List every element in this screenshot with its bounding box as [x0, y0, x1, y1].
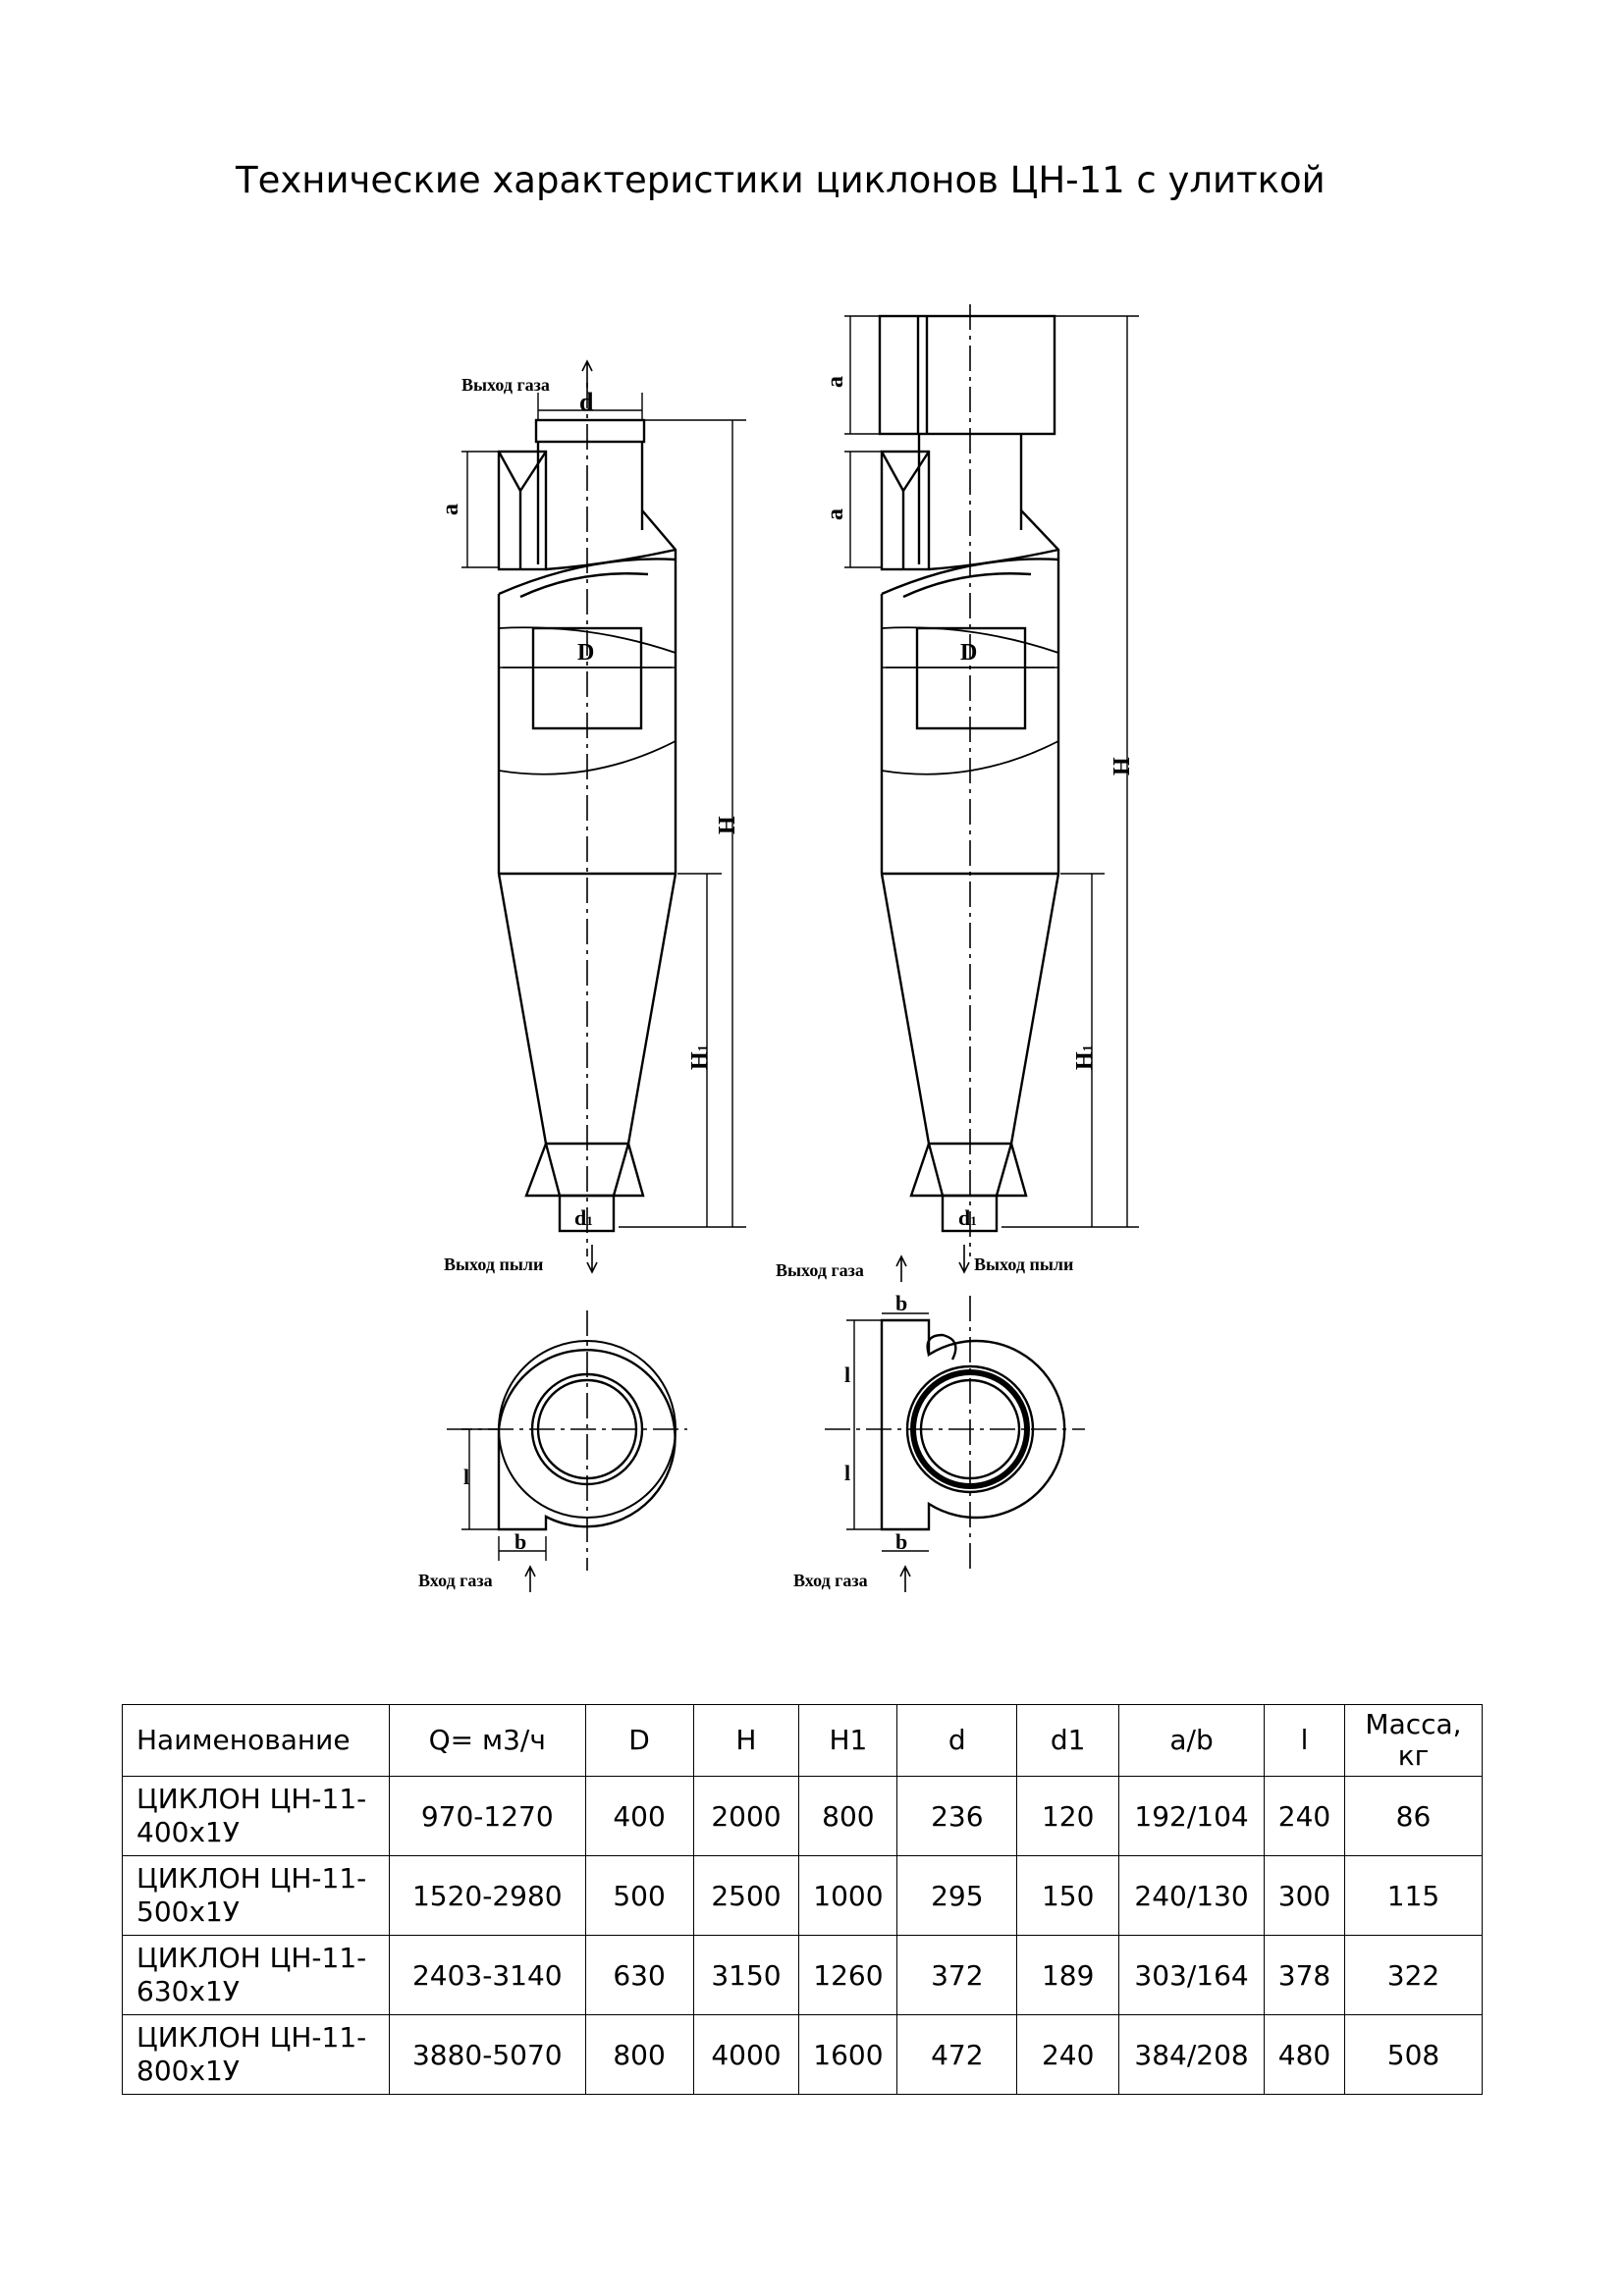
dim-D-label-left: D: [577, 640, 594, 666]
dim-d-label: d: [579, 388, 594, 416]
table-cell: 1000: [798, 1855, 898, 1936]
dust-out-label-right: Выход пыли: [974, 1255, 1073, 1274]
table-row: ЦИКЛОН ЦН-11-500х1У 1520-2980 500 2500 1…: [122, 1855, 1483, 1936]
table-cell: ЦИКЛОН ЦН-11-630х1У: [122, 1935, 390, 2015]
table-cell: 400: [584, 1776, 694, 1856]
table-cell: 1520-2980: [388, 1855, 586, 1936]
col-header-d1: d1: [1016, 1704, 1120, 1777]
table-cell: ЦИКЛОН ЦН-11-500х1У: [122, 1855, 390, 1936]
col-header-flow: Q= м3/ч: [388, 1704, 586, 1777]
dim-H-label-left: H: [715, 816, 740, 834]
table-row: ЦИКЛОН ЦН-11-800х1У 3880-5070 800 4000 1…: [122, 2014, 1483, 2095]
table-cell: 300: [1264, 1855, 1345, 1936]
dim-l-label-right-bottom: l: [844, 1461, 850, 1485]
flow-arrows: [524, 359, 970, 1592]
dim-l-label-left: l: [463, 1465, 469, 1489]
left-cyclone-plan-view: [447, 1310, 687, 1571]
table-cell: 115: [1344, 1855, 1483, 1936]
col-header-H: H: [692, 1704, 800, 1777]
dim-b-label-right-top: b: [895, 1291, 907, 1315]
dim-H1-label-right: H1: [1072, 1044, 1098, 1070]
table-row: ЦИКЛОН ЦН-11-400х1У 970-1270 400 2000 80…: [122, 1776, 1483, 1856]
dim-a-label-right-top: a: [823, 376, 848, 388]
dim-H-label-right: H: [1110, 757, 1135, 775]
table-cell: 2403-3140: [388, 1935, 586, 2015]
table-cell: 240: [1264, 1776, 1345, 1856]
table-cell: 150: [1016, 1855, 1120, 1936]
table-cell: 86: [1344, 1776, 1483, 1856]
table-cell: ЦИКЛОН ЦН-11-800х1У: [122, 2014, 390, 2095]
table-cell: 800: [584, 2014, 694, 2095]
table-cell: 240: [1016, 2014, 1120, 2095]
table-cell: 372: [896, 1935, 1018, 2015]
dim-d1-label-left: d1: [574, 1205, 593, 1230]
dim-d1-label-right: d1: [958, 1205, 977, 1230]
table-cell: ЦИКЛОН ЦН-11-400х1У: [122, 1776, 390, 1856]
table-cell: 384/208: [1118, 2014, 1266, 2095]
table-cell: 2500: [692, 1855, 800, 1936]
table-cell: 472: [896, 2014, 1018, 2095]
table-cell: 4000: [692, 2014, 800, 2095]
table-row: ЦИКЛОН ЦН-11-630х1У 2403-3140 630 3150 1…: [122, 1935, 1483, 2015]
gas-out-label-right: Выход газа: [776, 1260, 864, 1280]
gas-in-label-right: Вход газа: [793, 1571, 868, 1590]
dim-a-label-left: a: [438, 504, 463, 515]
dim-l-label-right-top: l: [844, 1362, 850, 1387]
col-header-l: l: [1264, 1704, 1345, 1777]
table-cell: 120: [1016, 1776, 1120, 1856]
table-cell: 295: [896, 1855, 1018, 1936]
table-cell: 236: [896, 1776, 1018, 1856]
table-cell: 303/164: [1118, 1935, 1266, 2015]
specifications-table: Наименование Q= м3/ч D H H1 d d1 a/b l М…: [122, 1704, 1483, 2095]
table-cell: 1600: [798, 2014, 898, 2095]
table-cell: 1260: [798, 1935, 898, 2015]
col-header-a-b: a/b: [1118, 1704, 1266, 1777]
table-cell: 2000: [692, 1776, 800, 1856]
page-title: Технические характеристики циклонов ЦН-1…: [236, 159, 1326, 201]
table-cell: 322: [1344, 1935, 1483, 2015]
table-cell: 508: [1344, 2014, 1483, 2095]
table-cell: 500: [584, 1855, 694, 1936]
col-header-name: Наименование: [122, 1704, 390, 1777]
gas-in-label-left: Вход газа: [418, 1571, 493, 1590]
left-cyclone-side-view: [461, 383, 746, 1256]
table-cell: 3880-5070: [388, 2014, 586, 2095]
right-cyclone-plan-view: [825, 1296, 1085, 1571]
cyclone-drawing: Выход газа d a D H H1 d1 Выход пыли a a …: [418, 304, 1139, 1592]
dim-b-label-right-bottom: b: [895, 1529, 907, 1554]
table-header-row: Наименование Q= м3/ч D H H1 d d1 a/b l М…: [122, 1704, 1483, 1777]
dim-b-label-left: b: [514, 1529, 526, 1554]
table-cell: 189: [1016, 1935, 1120, 2015]
col-header-H1: H1: [798, 1704, 898, 1777]
table-cell: 630: [584, 1935, 694, 2015]
dim-D-label-right: D: [960, 640, 977, 666]
col-header-D: D: [584, 1704, 694, 1777]
dim-H1-label-left: H1: [687, 1044, 713, 1070]
table-cell: 3150: [692, 1935, 800, 2015]
col-header-d: d: [896, 1704, 1018, 1777]
table-cell: 800: [798, 1776, 898, 1856]
table-cell: 378: [1264, 1935, 1345, 2015]
table-cell: 480: [1264, 2014, 1345, 2095]
gas-out-label-left: Выход газа: [461, 375, 550, 395]
table-cell: 970-1270: [388, 1776, 586, 1856]
table-cell: 240/130: [1118, 1855, 1266, 1936]
right-cyclone-side-view: [844, 304, 1139, 1256]
table-cell: 192/104: [1118, 1776, 1266, 1856]
col-header-mass: Масса, кг: [1344, 1704, 1483, 1777]
dim-a-label-right: a: [823, 508, 848, 520]
dust-out-label-left: Выход пыли: [444, 1255, 543, 1274]
